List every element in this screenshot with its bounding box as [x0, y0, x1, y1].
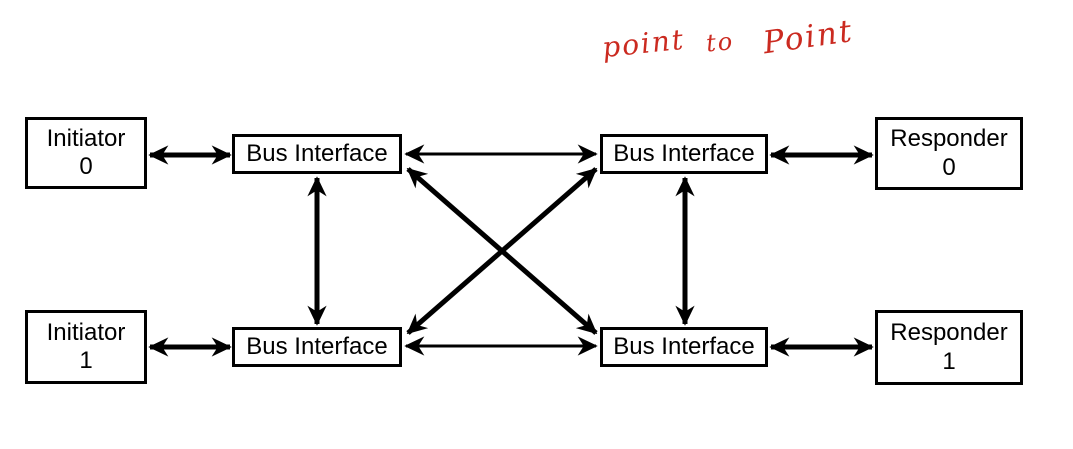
edge-bus-bl-bus-tr-diagonal	[406, 167, 598, 335]
node-initiator-0-label-line1: Initiator	[46, 124, 126, 152]
node-bus-interface-top-left-label: Bus Interface	[246, 139, 388, 167]
node-initiator-1-label-line1: Initiator	[46, 318, 126, 346]
node-bus-interface-bottom-right-label: Bus Interface	[613, 332, 755, 360]
node-initiator-0: Initiator 0	[25, 117, 147, 189]
node-bus-interface-top-right: Bus Interface	[600, 134, 768, 174]
node-initiator-1: Initiator 1	[25, 310, 147, 384]
node-bus-interface-bottom-left-label: Bus Interface	[246, 332, 388, 360]
node-initiator-0-label-line2: 0	[79, 153, 93, 180]
annotation-word-1: point	[600, 22, 687, 65]
node-responder-0: Responder 0	[875, 117, 1023, 190]
node-bus-interface-bottom-right: Bus Interface	[600, 327, 768, 367]
node-responder-1-label-line1: Responder	[890, 319, 1008, 347]
node-responder-1-label-line2: 1	[942, 347, 956, 375]
node-bus-interface-bottom-left: Bus Interface	[232, 327, 402, 367]
node-responder-0-label-line1: Responder	[890, 125, 1008, 153]
node-bus-interface-top-left: Bus Interface	[232, 134, 402, 174]
node-responder-0-label-line2: 0	[942, 153, 956, 181]
annotation-word-2: to	[705, 27, 736, 58]
node-bus-interface-top-right-label: Bus Interface	[613, 139, 755, 167]
node-initiator-1-label-line2: 1	[79, 347, 93, 374]
node-responder-1: Responder 1	[875, 310, 1023, 385]
